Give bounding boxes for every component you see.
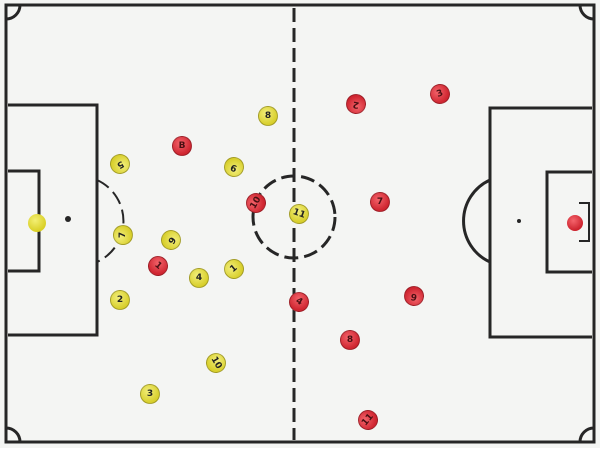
center-circle xyxy=(251,174,337,260)
player-number: 10 xyxy=(248,195,264,211)
player-number: 2 xyxy=(116,295,124,305)
player-number: 6 xyxy=(410,290,418,302)
corner-arc-bottom-right xyxy=(578,426,595,443)
red-player-magnet[interactable]: 8 xyxy=(340,330,360,350)
player-number: 11 xyxy=(291,207,307,221)
left-penalty-spot xyxy=(65,216,71,222)
player-number: 8 xyxy=(346,335,354,345)
right-penalty-spot xyxy=(517,219,521,223)
yellow-player-magnet[interactable]: 3 xyxy=(140,384,160,404)
corner-arc-top-right xyxy=(578,4,595,21)
yellow-player-magnet[interactable]: 8 xyxy=(258,106,278,126)
red-player-magnet[interactable]: 7 xyxy=(370,192,390,212)
player-number: 3 xyxy=(146,389,154,399)
left-penalty-arc xyxy=(96,179,125,263)
player-number: 7 xyxy=(376,197,384,207)
player-number: 4 xyxy=(195,273,203,283)
yellow-player-magnet[interactable]: 2 xyxy=(110,290,130,310)
right-penalty-arc xyxy=(462,178,491,264)
player-number: 6 xyxy=(165,234,177,246)
yellow-goalkeeper-magnet[interactable] xyxy=(28,214,46,232)
player-number: 8 xyxy=(264,111,272,121)
right-goal-area xyxy=(545,170,592,274)
player-number: 3 xyxy=(435,88,445,100)
player-number: 1 xyxy=(228,263,240,275)
right-goal xyxy=(579,202,590,242)
right-penalty-area xyxy=(488,106,592,339)
corner-arc-top-left xyxy=(5,4,22,21)
red-player-magnet[interactable]: B xyxy=(172,136,192,156)
player-number: 4 xyxy=(293,296,305,308)
player-number: 10 xyxy=(208,355,224,371)
player-number: 5 xyxy=(114,158,126,170)
player-number: 7 xyxy=(118,231,128,239)
player-number: 2 xyxy=(352,98,360,110)
corner-arc-bottom-left xyxy=(5,426,22,443)
player-number: 1 xyxy=(152,260,164,272)
red-goalkeeper-magnet[interactable] xyxy=(567,215,583,231)
yellow-player-magnet[interactable]: 4 xyxy=(189,268,209,288)
pitch-boundary xyxy=(4,3,596,444)
player-number: B xyxy=(178,141,186,151)
yellow-player-magnet[interactable]: 7 xyxy=(113,225,133,245)
left-penalty-area xyxy=(8,103,99,337)
player-number: 11 xyxy=(360,411,376,429)
player-number: 9 xyxy=(229,161,239,173)
